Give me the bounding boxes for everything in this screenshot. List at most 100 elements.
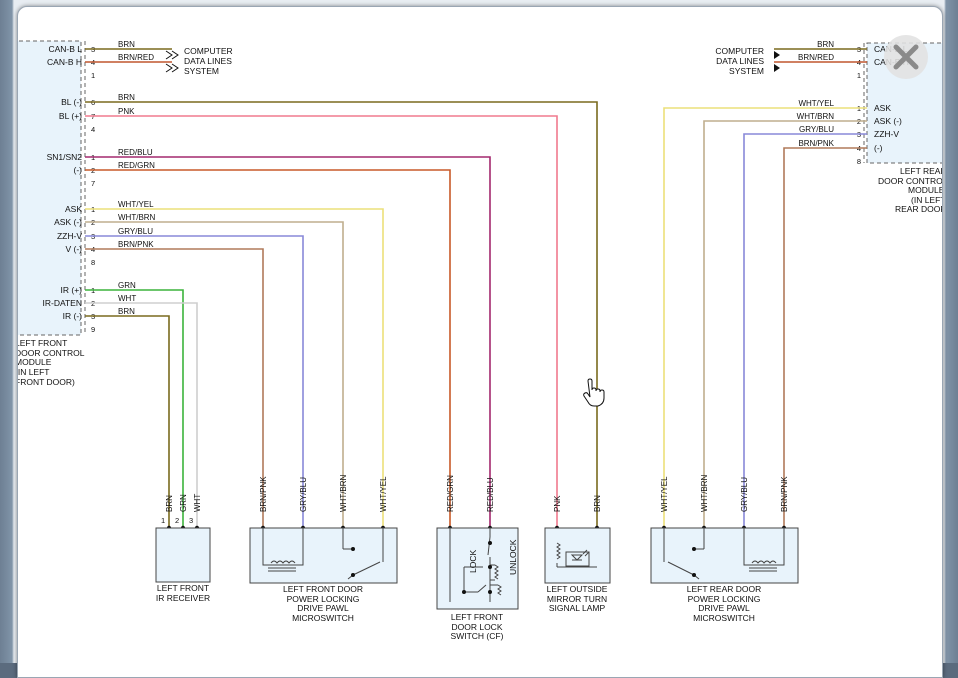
lr-module-label-5: REAR DOOR)	[895, 204, 942, 214]
lf-module-label-1: LEFT FRONT	[18, 338, 67, 348]
ir-pin-number: 3	[189, 516, 193, 525]
right-wire-label: BRN	[817, 40, 834, 49]
vertical-wire-label: PNK	[553, 495, 562, 512]
wire-zzh-v	[85, 235, 304, 528]
diagram-viewer: LEFT FRONT DOOR CONTROL MODULE (IN LEFT …	[17, 6, 943, 678]
left-pin-number: 4	[91, 125, 95, 134]
vertical-wire-label: WHT/BRN	[700, 474, 709, 512]
wire-ir-plus	[85, 289, 184, 528]
wire-ask-minus	[85, 221, 344, 528]
left-wire-label: BRN	[118, 40, 135, 49]
right-wire-label: GRY/BLU	[799, 125, 834, 134]
left-pin-label: IR (-)	[63, 311, 83, 321]
lf-microswitch-box	[249, 527, 398, 584]
left-wire-label: BRN/RED	[118, 53, 154, 62]
lock-label: LOCK	[468, 550, 478, 573]
mirror-lamp-label-3: SIGNAL LAMP	[549, 603, 606, 613]
left-pin-number: 7	[91, 179, 95, 188]
left-pin-label: ASK	[65, 204, 82, 214]
vertical-wire-label: WHT/YEL	[660, 476, 669, 512]
door-lock-label-3: SWITCH (CF)	[451, 631, 504, 641]
left-pin-label: IR-DATEN	[42, 298, 82, 308]
unlock-label: UNLOCK	[508, 539, 518, 575]
vertical-wire-label: GRY/BLU	[299, 477, 308, 512]
left-pin-label: V (-)	[65, 244, 82, 254]
vertical-wire-label: WHT/YEL	[379, 476, 388, 512]
right-pin-label: ASK	[874, 103, 891, 113]
left-pin-label: CAN-B L	[48, 44, 82, 54]
wire-rear-ask-minus	[703, 120, 867, 528]
ir-receiver-label-1: LEFT FRONT	[157, 583, 209, 593]
left-pin-label: SN1/SN2	[47, 152, 83, 162]
lr-module-label-2: DOOR CONTROL	[878, 176, 942, 186]
vertical-wire-label: BRN	[165, 495, 174, 512]
right-wire-label: WHT/BRN	[797, 112, 835, 121]
left-wire-label: PNK	[118, 107, 135, 116]
left-pin-number: 8	[91, 258, 95, 267]
wire-v-minus	[85, 248, 264, 528]
vertical-wire-label: GRN	[179, 494, 188, 512]
left-pin-number: 1	[91, 71, 95, 80]
cdl-right-1: COMPUTER	[715, 46, 764, 56]
wire-sn1-sn2	[85, 156, 491, 528]
lf-module-label-3: MODULE	[18, 357, 52, 367]
left-wire-label: BRN/PNK	[118, 240, 154, 249]
lf-microswitch-label-1: LEFT FRONT DOOR	[283, 584, 363, 594]
left-wire-label: WHT/BRN	[118, 213, 156, 222]
right-pin-label: (-)	[874, 143, 883, 153]
left-wire-label: WHT	[118, 294, 136, 303]
cdl-left-3: SYSTEM	[184, 66, 219, 76]
lr-microswitch-label-1: LEFT REAR DOOR	[687, 584, 761, 594]
lf-module-label-2: DOOR CONTROL	[18, 348, 85, 358]
cdl-right-3: SYSTEM	[729, 66, 764, 76]
lf-module-label-5: FRONT DOOR)	[18, 377, 75, 387]
wire-ir-minus	[85, 315, 170, 528]
left-wire-label: RED/BLU	[118, 148, 153, 157]
wire-bl-minus	[85, 101, 598, 528]
lf-microswitch-label-2: POWER LOCKING	[287, 594, 360, 604]
lf-microswitch-label-4: MICROSWITCH	[292, 613, 354, 623]
lr-module-label-4: (IN LEFT	[911, 195, 942, 205]
left-wire-label: BRN	[118, 93, 135, 102]
door-lock-label-1: LEFT FRONT	[451, 612, 503, 622]
close-icon	[893, 44, 919, 70]
vertical-wire-label: BRN	[593, 495, 602, 512]
lf-microswitch-label-3: DRIVE PAWL	[297, 603, 349, 613]
wire-rear-zzh-v	[743, 133, 867, 528]
wire-rear-minus	[783, 147, 867, 528]
right-pin-label: ZZH-V	[874, 129, 899, 139]
left-wire-label: GRY/BLU	[118, 227, 153, 236]
left-pin-label: IR (+)	[61, 285, 83, 295]
lr-microswitch-label-4: MICROSWITCH	[693, 613, 755, 623]
close-button[interactable]	[884, 35, 928, 79]
wire-ir-daten	[85, 302, 198, 528]
cdl-right-2: DATA LINES	[716, 56, 764, 66]
lf-module-label-4: (IN LEFT	[18, 367, 49, 377]
wire-lock-ground	[85, 169, 451, 528]
mirror-lamp-label-1: LEFT OUTSIDE	[547, 584, 608, 594]
right-wire-label: BRN/PNK	[798, 139, 834, 148]
right-pin-number: 8	[857, 157, 861, 166]
left-pin-number: 9	[91, 325, 95, 334]
left-pin-label: BL (+)	[59, 111, 82, 121]
vertical-wire-label: WHT/BRN	[339, 474, 348, 512]
vertical-wire-label: RED/BLU	[486, 477, 495, 512]
lr-module-label-1: LEFT REAR	[900, 166, 942, 176]
vertical-wire-label: BRN/PNK	[780, 476, 789, 512]
left-pin-label: ZZH-V	[57, 231, 82, 241]
lf-door-module-box	[18, 40, 82, 336]
wire-rear-ask	[663, 107, 867, 528]
left-wire-label: BRN	[118, 307, 135, 316]
mirror-lamp-label-2: MIRROR TURN	[547, 594, 607, 604]
ir-pin-number: 1	[161, 516, 165, 525]
right-wire-label: BRN/RED	[798, 53, 834, 62]
right-pin-label: ASK (-)	[874, 116, 902, 126]
left-pin-label: CAN-B H	[47, 57, 82, 67]
wiring-diagram: LEFT FRONT DOOR CONTROL MODULE (IN LEFT …	[18, 40, 942, 641]
left-pin-label: ASK (-)	[54, 217, 82, 227]
left-wire-label: WHT/YEL	[118, 200, 154, 209]
right-wire-label: WHT/YEL	[798, 99, 834, 108]
vertical-wire-label: RED/GRN	[446, 475, 455, 512]
ir-receiver-box	[155, 527, 211, 583]
door-lock-label-2: DOOR LOCK	[451, 622, 502, 632]
